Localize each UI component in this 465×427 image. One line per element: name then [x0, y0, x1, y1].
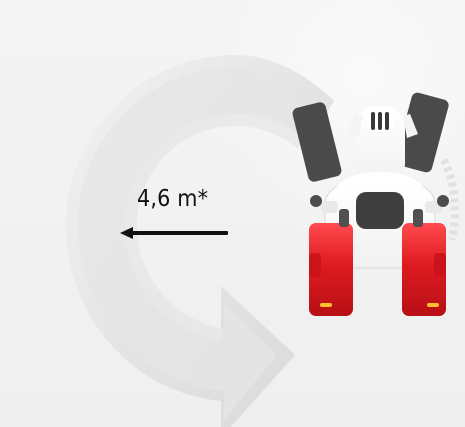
- tractor-icon: [291, 91, 455, 316]
- left-arrow-icon: [120, 227, 230, 239]
- turning-radius-label: 4,6 m*: [137, 188, 208, 211]
- arrow-head: [120, 227, 133, 239]
- arrow-line: [130, 231, 228, 235]
